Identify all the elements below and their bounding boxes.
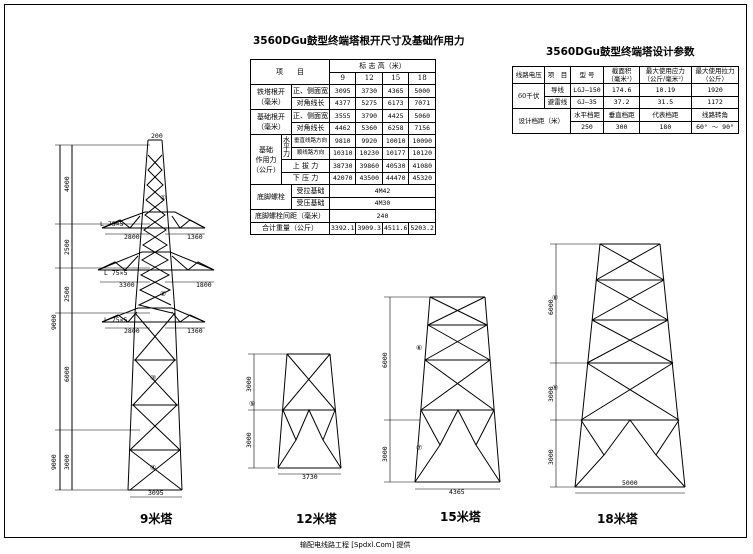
cell: 5203.2 — [408, 221, 436, 235]
dim-arm1-right: 1360 — [187, 233, 203, 241]
part-mark: ③ — [150, 374, 156, 382]
span-label: 设计档距（米） — [512, 108, 571, 134]
cell: 3392.1 — [328, 221, 357, 235]
tower-9m — [55, 139, 215, 498]
cell: 3555 — [328, 109, 357, 123]
dim-12m: 3000 — [245, 376, 253, 392]
angle-label: L 75×5 — [104, 269, 128, 277]
dim-15m: 3000 — [381, 446, 389, 462]
cell: 300 — [603, 120, 640, 134]
left-table-title: 3560DGu鼓型终端塔根开尺寸及基础作用力 — [253, 35, 465, 47]
dim-9m-inner: 2500 — [63, 239, 71, 255]
h-tension: 最大使用拉力 （公斤） — [691, 66, 739, 84]
cell: 4511.6 — [381, 221, 410, 235]
dim-9m-inner: 2500 — [63, 286, 71, 302]
h-voltage: 线路电压 — [511, 66, 546, 84]
dim-9m-outer-lower: 9000 — [50, 454, 58, 470]
part-mark: ① — [160, 194, 166, 202]
h-stress: 最大使用应力 （公斤/毫米²） — [638, 66, 693, 84]
right-table-title: 3560DGu鼓型终端塔设计参数 — [546, 46, 695, 58]
dim-15m-base: 4365 — [449, 488, 465, 496]
part-mark: ⑧ — [552, 294, 558, 302]
dim-18m-base: 5000 — [622, 479, 638, 487]
h-item: 项 目 — [544, 66, 571, 84]
dim-15m: 6000 — [381, 352, 389, 368]
tower-18m-label: 18米塔 — [597, 512, 638, 526]
part-mark: ⑦ — [416, 444, 422, 452]
drawing-frame — [4, 4, 747, 538]
cell: 60° ～ 90° — [691, 120, 739, 134]
cell: 5275 — [355, 96, 383, 110]
cell: 45320 — [408, 171, 436, 185]
part-mark: ⑨ — [552, 384, 558, 392]
cell: 3909.3 — [355, 221, 383, 235]
cell: 40530 — [381, 159, 410, 173]
dim-9m-inner: 3000 — [63, 454, 71, 470]
foundation-table: 项 目 标 志 高（米） 9 12 15 18 铁塔根开 （毫米） 正、侧面宽 … — [250, 59, 436, 235]
part-mark: ⑥ — [416, 344, 422, 352]
cell: 3095 — [328, 84, 357, 98]
dim-9m-inner: 4000 — [63, 176, 71, 192]
dim-18m: 3000 — [547, 449, 555, 465]
dim-arm2-left: 3300 — [119, 281, 135, 289]
part-mark: ② — [160, 290, 166, 298]
cell: 10120 — [408, 146, 436, 160]
tower-15m-label: 15米塔 — [440, 510, 481, 524]
tower-12m-label: 12米塔 — [296, 512, 337, 526]
dim-12m-base: 3730 — [302, 473, 318, 481]
design-param-table: 线路电压 项 目 型 号 截面积 （毫米²） 最大使用应力 （公斤/毫米²） 最… — [511, 66, 739, 134]
angle-label: L 75×5 — [100, 220, 124, 228]
tower-15m — [384, 296, 501, 490]
footer-credit: 输配电线路工程 [Spdxl.Com] 提供 — [300, 541, 411, 549]
dim-arm2-right: 1800 — [196, 281, 212, 289]
dim-9m-base: 3095 — [148, 489, 164, 497]
dim-arm3-left: 2800 — [124, 327, 140, 335]
tower-root-label: 铁塔根开 （毫米） — [250, 84, 292, 110]
part-mark: ⑤ — [249, 400, 255, 408]
dim-9m-top: 200 — [151, 132, 163, 140]
cell: 180 — [638, 120, 693, 134]
tower-9m-label: 9米塔 — [140, 512, 173, 526]
h-section: 截面积 （毫米²） — [603, 66, 640, 84]
part-mark: ④ — [150, 464, 156, 472]
angle-label: L 75×5 — [104, 316, 128, 324]
tower-18m — [550, 243, 686, 494]
cell: 10177 — [381, 146, 410, 160]
dim-18m: 3000 — [547, 386, 555, 402]
dim-arm1-left: 2800 — [124, 233, 140, 241]
dim-9m-outer-upper: 9000 — [50, 314, 58, 330]
tower-12m — [248, 353, 342, 475]
dim-arm3-right: 1360 — [187, 327, 203, 335]
dim-12m: 3000 — [245, 432, 253, 448]
dim-9m-inner: 6000 — [63, 366, 71, 382]
dim-18m: 6000 — [547, 299, 555, 315]
